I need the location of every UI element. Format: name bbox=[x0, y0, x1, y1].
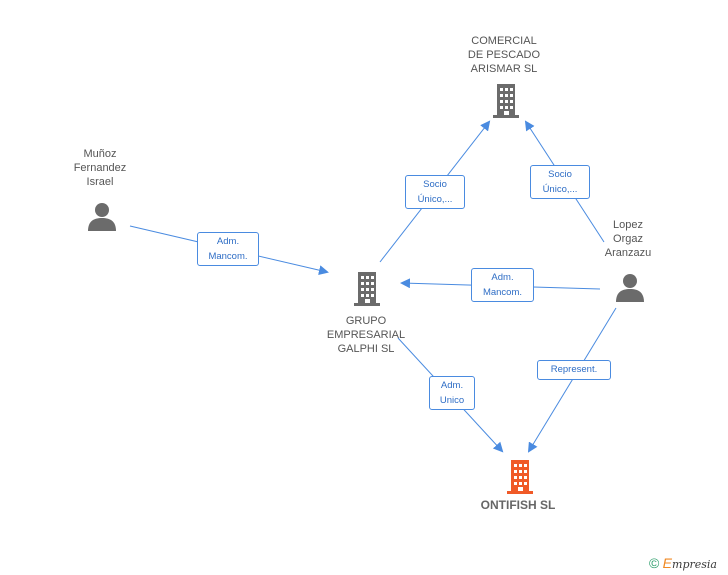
person-icon[interactable] bbox=[87, 201, 117, 231]
node-lopez-label: Lopez Orgaz Aranzazu bbox=[604, 219, 652, 259]
brand-name: mpresia bbox=[672, 558, 717, 571]
building-icon[interactable] bbox=[351, 272, 383, 306]
edge-label-grupo-ontifish[interactable]: Adm. Unico bbox=[429, 376, 475, 410]
edge-label-grupo-comercial[interactable]: Socio Único,... bbox=[405, 175, 465, 209]
building-icon[interactable] bbox=[490, 84, 522, 118]
building-icon[interactable] bbox=[504, 460, 536, 494]
edge-label-lopez-comercial[interactable]: Socio Único,... bbox=[530, 165, 590, 199]
person-icon[interactable] bbox=[615, 272, 645, 302]
node-ontifish-label: ONTIFISH SL bbox=[480, 498, 556, 512]
copyright-symbol: © bbox=[649, 555, 660, 571]
edge-label-lopez-ontifish[interactable]: Represent. bbox=[537, 360, 611, 380]
edge-label-lopez-grupo[interactable]: Adm. Mancom. bbox=[471, 268, 534, 302]
edge-label-munoz-grupo[interactable]: Adm. Mancom. bbox=[197, 232, 259, 266]
brand-initial: E bbox=[662, 555, 673, 571]
empresia-logo: © Empresia bbox=[649, 555, 717, 571]
node-grupo-label: GRUPO EMPRESARIAL GALPHI SL bbox=[326, 315, 406, 355]
node-munoz-label: Muñoz Fernandez Israel bbox=[73, 148, 127, 188]
node-comercial-label: COMERCIAL DE PESCADO ARISMAR SL bbox=[467, 35, 541, 75]
